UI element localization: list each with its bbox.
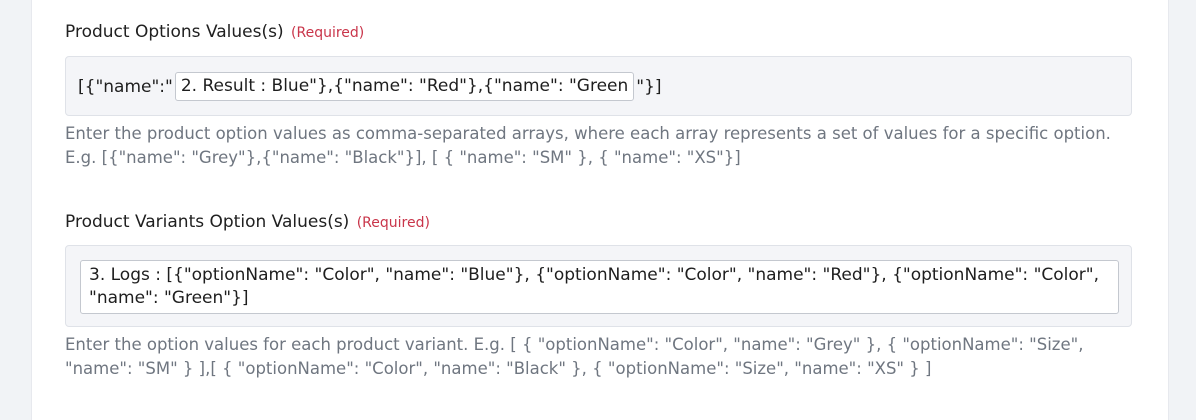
options-prefix-text: [{"name":" (78, 76, 173, 97)
options-value-pill[interactable]: 2. Result : Blue"},{"name": "Red"},{"nam… (174, 72, 635, 101)
options-help-text: Enter the product option values as comma… (65, 124, 1111, 167)
options-label-text: Product Options Values(s) (65, 22, 284, 42)
options-values-input[interactable]: [{"name":" 2. Result : Blue"},{"name": "… (65, 56, 1132, 116)
options-field-label: Product Options Values(s) (Required) (65, 22, 364, 42)
variants-required-badge: (Required) (356, 215, 430, 231)
form-panel: Product Options Values(s) (Required) [{"… (32, 0, 1168, 420)
variants-field-label: Product Variants Option Values(s) (Requi… (65, 212, 430, 232)
variants-help-text: Enter the option values for each product… (65, 335, 1084, 378)
variants-input-container: 3. Logs : [{"optionName": "Color", "name… (65, 245, 1132, 327)
variants-values-textarea[interactable]: 3. Logs : [{"optionName": "Color", "name… (80, 260, 1119, 314)
variants-label-text: Product Variants Option Values(s) (65, 212, 350, 232)
options-suffix-text: "}] (636, 76, 662, 97)
options-token-line: [{"name":" 2. Result : Blue"},{"name": "… (78, 72, 662, 101)
options-required-badge: (Required) (291, 25, 365, 41)
